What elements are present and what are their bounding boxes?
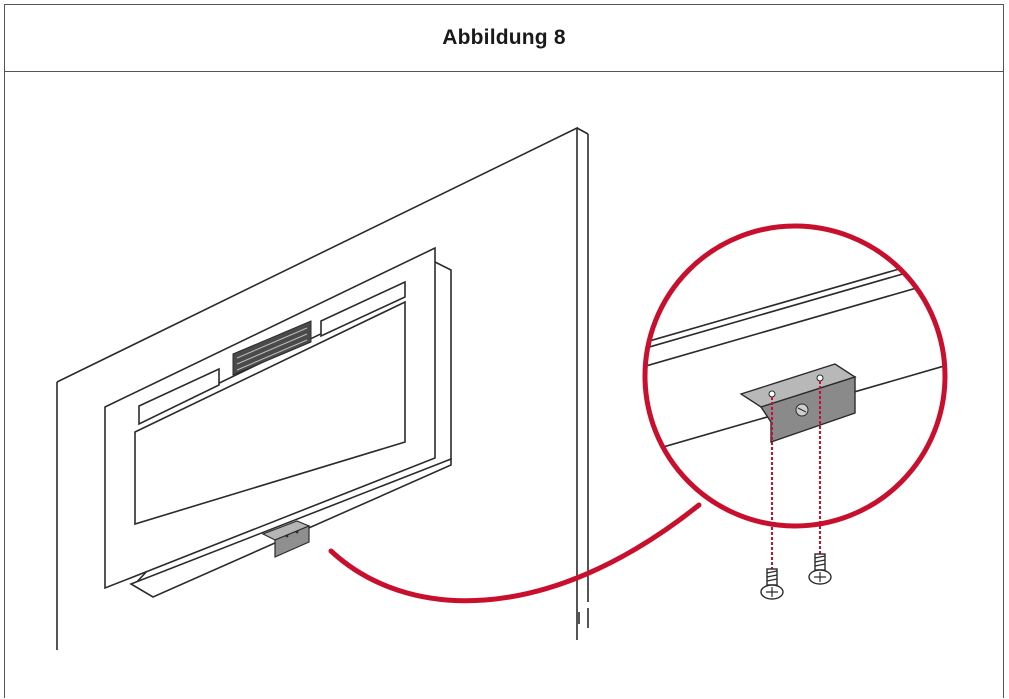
installation-illustration	[5, 72, 1003, 698]
wall-panel	[56, 126, 589, 650]
fireplace-insert	[104, 246, 452, 598]
figure-title: Abbildung 8	[442, 26, 566, 49]
figure-header: Abbildung 8	[5, 5, 1003, 72]
figure-frame: Abbildung 8	[4, 4, 1004, 698]
screw	[808, 553, 832, 585]
mounting-bracket-small	[261, 520, 311, 558]
screw	[760, 568, 784, 600]
screw-guide-lines	[771, 381, 821, 569]
magnifier-callout	[642, 223, 948, 529]
mounting-bracket-large	[739, 363, 857, 443]
callout-connector	[328, 502, 702, 604]
vent-grille	[232, 320, 312, 376]
illustration-svg	[56, 126, 948, 650]
